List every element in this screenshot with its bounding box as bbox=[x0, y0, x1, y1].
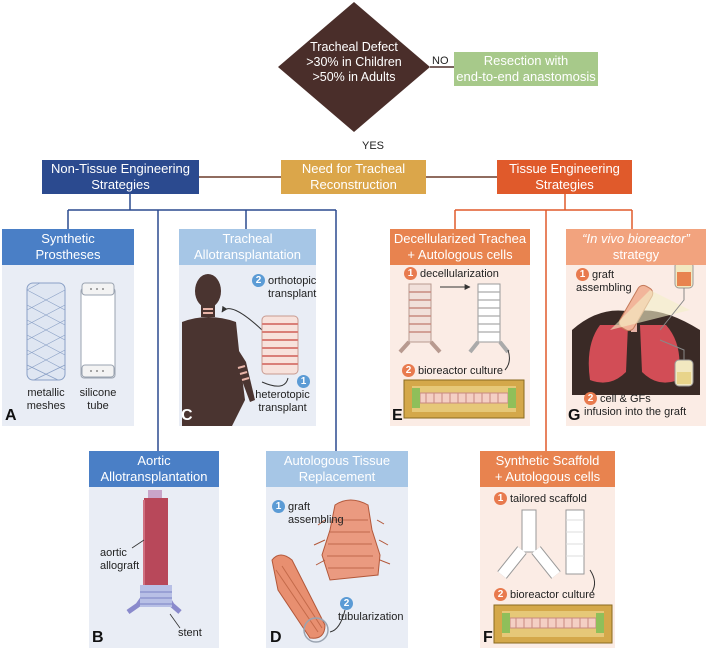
trachea-graft-illustration bbox=[261, 315, 299, 375]
step-2-badge: 2 bbox=[340, 597, 353, 610]
decellularized-trachea-illustration bbox=[468, 283, 510, 354]
lungs-illustration bbox=[572, 300, 700, 395]
panel-e-letter: E bbox=[392, 407, 403, 424]
infusion-bag-illustration bbox=[659, 261, 694, 331]
silicone-tube-label: silicone tube bbox=[79, 387, 117, 412]
panel-g-letter: G bbox=[568, 407, 581, 424]
decision-question: Tracheal Defect >30% in Children >50% in… bbox=[306, 40, 402, 84]
step-2-badge: 2 bbox=[494, 588, 507, 601]
panel-f-letter: F bbox=[483, 629, 493, 646]
yes-label: YES bbox=[362, 140, 385, 152]
bioreactor-f-illustration bbox=[493, 604, 613, 644]
heterotopic-graft-on-arm bbox=[237, 365, 250, 381]
no-label: NO bbox=[432, 55, 449, 67]
step-1-badge: 1 bbox=[404, 267, 417, 280]
patient-silhouette bbox=[182, 274, 255, 426]
step-1-badge: 1 bbox=[576, 268, 589, 281]
resection-box: Resection with end-to-end anastomosis bbox=[454, 52, 598, 86]
tailored-scaffold-tube-illustration bbox=[565, 509, 585, 575]
tailored-scaffold-y-illustration bbox=[497, 509, 561, 579]
collection-bag-illustration bbox=[659, 339, 694, 387]
tissue-engineering-box: Tissue Engineering Strategies bbox=[497, 160, 632, 194]
panel-f-title: Synthetic Scaffold + Autologous cells bbox=[480, 451, 615, 487]
stent-label: stent bbox=[178, 627, 202, 639]
metallic-mesh-illustration bbox=[26, 282, 66, 381]
metallic-meshes-label: metallic meshes bbox=[26, 387, 66, 412]
bioreactor-e-illustration bbox=[403, 379, 525, 419]
silicone-tube-illustration bbox=[80, 282, 116, 379]
orthotopic-graft-on-neck bbox=[203, 308, 213, 314]
panel-a-letter: A bbox=[5, 407, 17, 424]
panel-c-letter: C bbox=[181, 407, 193, 424]
step-2-badge: 2 bbox=[252, 274, 265, 287]
step-2-badge: 2 bbox=[584, 392, 597, 405]
native-trachea-illustration bbox=[398, 283, 442, 354]
panel-e-title: Decellularized Trachea + Autologous cell… bbox=[390, 229, 530, 265]
panel-g-title: “In vivo bioreactor” strategy bbox=[566, 229, 706, 265]
graft-assembling-g-illustration bbox=[610, 284, 690, 332]
step-1-badge: 1 bbox=[297, 375, 310, 388]
panel-c-title: Tracheal Allotransplantation bbox=[179, 229, 316, 265]
decision-diamond bbox=[278, 2, 430, 132]
autologous-graft-flap-illustration bbox=[313, 499, 391, 581]
step-1-badge: 1 bbox=[272, 500, 285, 513]
panel-d-title: Autologous Tissue Replacement bbox=[266, 451, 408, 487]
heterotopic-transplant-label: 1 heterotopic transplant bbox=[255, 375, 310, 414]
panel-b-letter: B bbox=[92, 629, 104, 646]
step-2-badge: 2 bbox=[402, 364, 415, 377]
panel-b-title: Aortic Allotransplantation bbox=[89, 451, 219, 487]
panel-d-letter: D bbox=[270, 629, 282, 646]
tubularized-graft-illustration bbox=[271, 554, 329, 643]
aortic-allograft-label: aortic allograft bbox=[100, 547, 140, 572]
panel-a-title: Synthetic Prostheses bbox=[2, 229, 134, 265]
tubularization-label: 2 tubularization bbox=[338, 597, 404, 623]
need-reconstruction-box: Need for Tracheal Reconstruction bbox=[281, 160, 426, 194]
aortic-allograft-illustration bbox=[126, 490, 182, 615]
step-1-badge: 1 bbox=[494, 492, 507, 505]
non-tissue-engineering-box: Non-Tissue Engineering Strategies bbox=[42, 160, 199, 194]
